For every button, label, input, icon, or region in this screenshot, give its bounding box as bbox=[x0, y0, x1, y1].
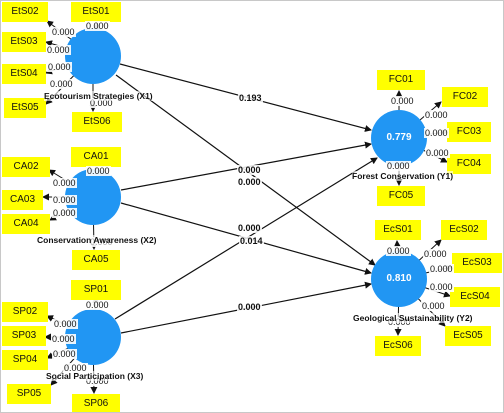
construct-x3-circle[interactable] bbox=[65, 309, 121, 365]
indicator-ca03[interactable]: CA03 bbox=[2, 190, 43, 210]
value-sp03: 0.000 bbox=[51, 334, 76, 344]
indicator-ecs03[interactable]: EcS03 bbox=[452, 253, 502, 273]
indicator-ecs04[interactable]: EcS04 bbox=[450, 287, 500, 307]
construct-y2-label: Geological Sustainability (Y2) bbox=[353, 313, 473, 323]
value-fc05: 0.000 bbox=[386, 161, 411, 171]
indicator-ecs02[interactable]: EcS02 bbox=[441, 220, 487, 240]
value-ecs01: 0.000 bbox=[386, 246, 411, 256]
indicator-sp03[interactable]: SP03 bbox=[2, 326, 46, 346]
indicator-ca01[interactable]: CA01 bbox=[71, 147, 121, 167]
construct-x1-label: Ecotourism Strategies (X1) bbox=[44, 91, 153, 101]
indicator-sp02[interactable]: SP02 bbox=[2, 302, 48, 322]
value-sp02: 0.000 bbox=[53, 319, 78, 329]
indicator-fc01[interactable]: FC01 bbox=[377, 70, 425, 90]
value-ets06: 0.000 bbox=[89, 98, 114, 108]
indicator-ets03[interactable]: EtS03 bbox=[2, 32, 46, 52]
path-x2-y2-value: 0.014 bbox=[239, 236, 264, 246]
path-x1-y2-value: 0.000 bbox=[237, 177, 262, 187]
value-sp01: 0.000 bbox=[85, 300, 110, 310]
indicator-ets05[interactable]: EtS05 bbox=[4, 98, 46, 118]
indicator-ecs06[interactable]: EcS06 bbox=[375, 336, 421, 356]
indicator-ecs01[interactable]: EcS01 bbox=[375, 220, 421, 240]
indicator-ca05[interactable]: CA05 bbox=[72, 250, 120, 270]
construct-y1-circle[interactable] bbox=[371, 110, 427, 166]
path-x3-y1-value: 0.000 bbox=[237, 223, 262, 233]
indicator-sp01[interactable]: SP01 bbox=[71, 280, 121, 300]
construct-y2-r2: 0.810 bbox=[386, 273, 412, 284]
value-ca02: 0.000 bbox=[52, 178, 77, 188]
indicator-ets02[interactable]: EtS02 bbox=[2, 2, 48, 22]
construct-x2-label: Conservation Awareness (X2) bbox=[37, 235, 157, 245]
value-ecs02: 0.000 bbox=[423, 249, 448, 259]
construct-x3-label: Social Participation (X3) bbox=[46, 371, 144, 381]
value-fc03: 0.000 bbox=[424, 128, 449, 138]
construct-y1-label: Forest Conservation (Y1) bbox=[352, 171, 454, 181]
value-ets03: 0.000 bbox=[46, 45, 71, 55]
construct-x1-circle[interactable] bbox=[65, 28, 121, 84]
path-x3-y2-value: 0.000 bbox=[237, 302, 262, 312]
value-sp05: 0.000 bbox=[63, 363, 88, 373]
value-ca04: 0.000 bbox=[52, 208, 77, 218]
indicator-fc05[interactable]: FC05 bbox=[377, 186, 425, 206]
indicator-ets06[interactable]: EtS06 bbox=[72, 112, 122, 132]
value-ets04: 0.000 bbox=[47, 62, 72, 72]
value-ecs04: 0.000 bbox=[429, 282, 454, 292]
value-fc04: 0.000 bbox=[425, 148, 450, 158]
value-ca03: 0.000 bbox=[52, 195, 77, 205]
value-ets02: 0.000 bbox=[51, 27, 76, 37]
value-fc02: 0.000 bbox=[424, 110, 449, 120]
indicator-ca02[interactable]: CA02 bbox=[2, 157, 50, 177]
indicator-ets04[interactable]: EtS04 bbox=[2, 64, 46, 84]
value-sp06: 0.000 bbox=[85, 376, 110, 386]
indicator-ecs05[interactable]: EcS05 bbox=[445, 326, 491, 346]
construct-y2-circle[interactable] bbox=[371, 251, 427, 307]
construct-y1-r2: 0.779 bbox=[386, 132, 412, 143]
value-ets01: 0.000 bbox=[85, 21, 110, 31]
indicator-ca04[interactable]: CA04 bbox=[2, 214, 50, 234]
indicator-fc04[interactable]: FC04 bbox=[447, 154, 491, 174]
indicator-fc02[interactable]: FC02 bbox=[442, 87, 488, 107]
value-ca01: 0.000 bbox=[86, 166, 111, 176]
path-x2-y1-value: 0.000 bbox=[237, 165, 262, 175]
value-ecs05: 0.000 bbox=[421, 301, 446, 311]
construct-x2-circle[interactable] bbox=[65, 169, 121, 225]
value-sp04: 0.000 bbox=[52, 349, 77, 359]
indicator-sp06[interactable]: SP06 bbox=[72, 394, 120, 412]
value-fc01: 0.000 bbox=[390, 96, 415, 106]
indicator-fc03[interactable]: FC03 bbox=[447, 122, 491, 142]
indicator-sp05[interactable]: SP05 bbox=[7, 384, 51, 404]
path-x1-y1-value: 0.193 bbox=[238, 93, 263, 103]
value-ecs03: 0.000 bbox=[429, 264, 454, 274]
value-ets05: 0.000 bbox=[49, 79, 74, 89]
indicator-sp04[interactable]: SP04 bbox=[2, 350, 48, 370]
indicator-ets01[interactable]: EtS01 bbox=[71, 2, 121, 22]
